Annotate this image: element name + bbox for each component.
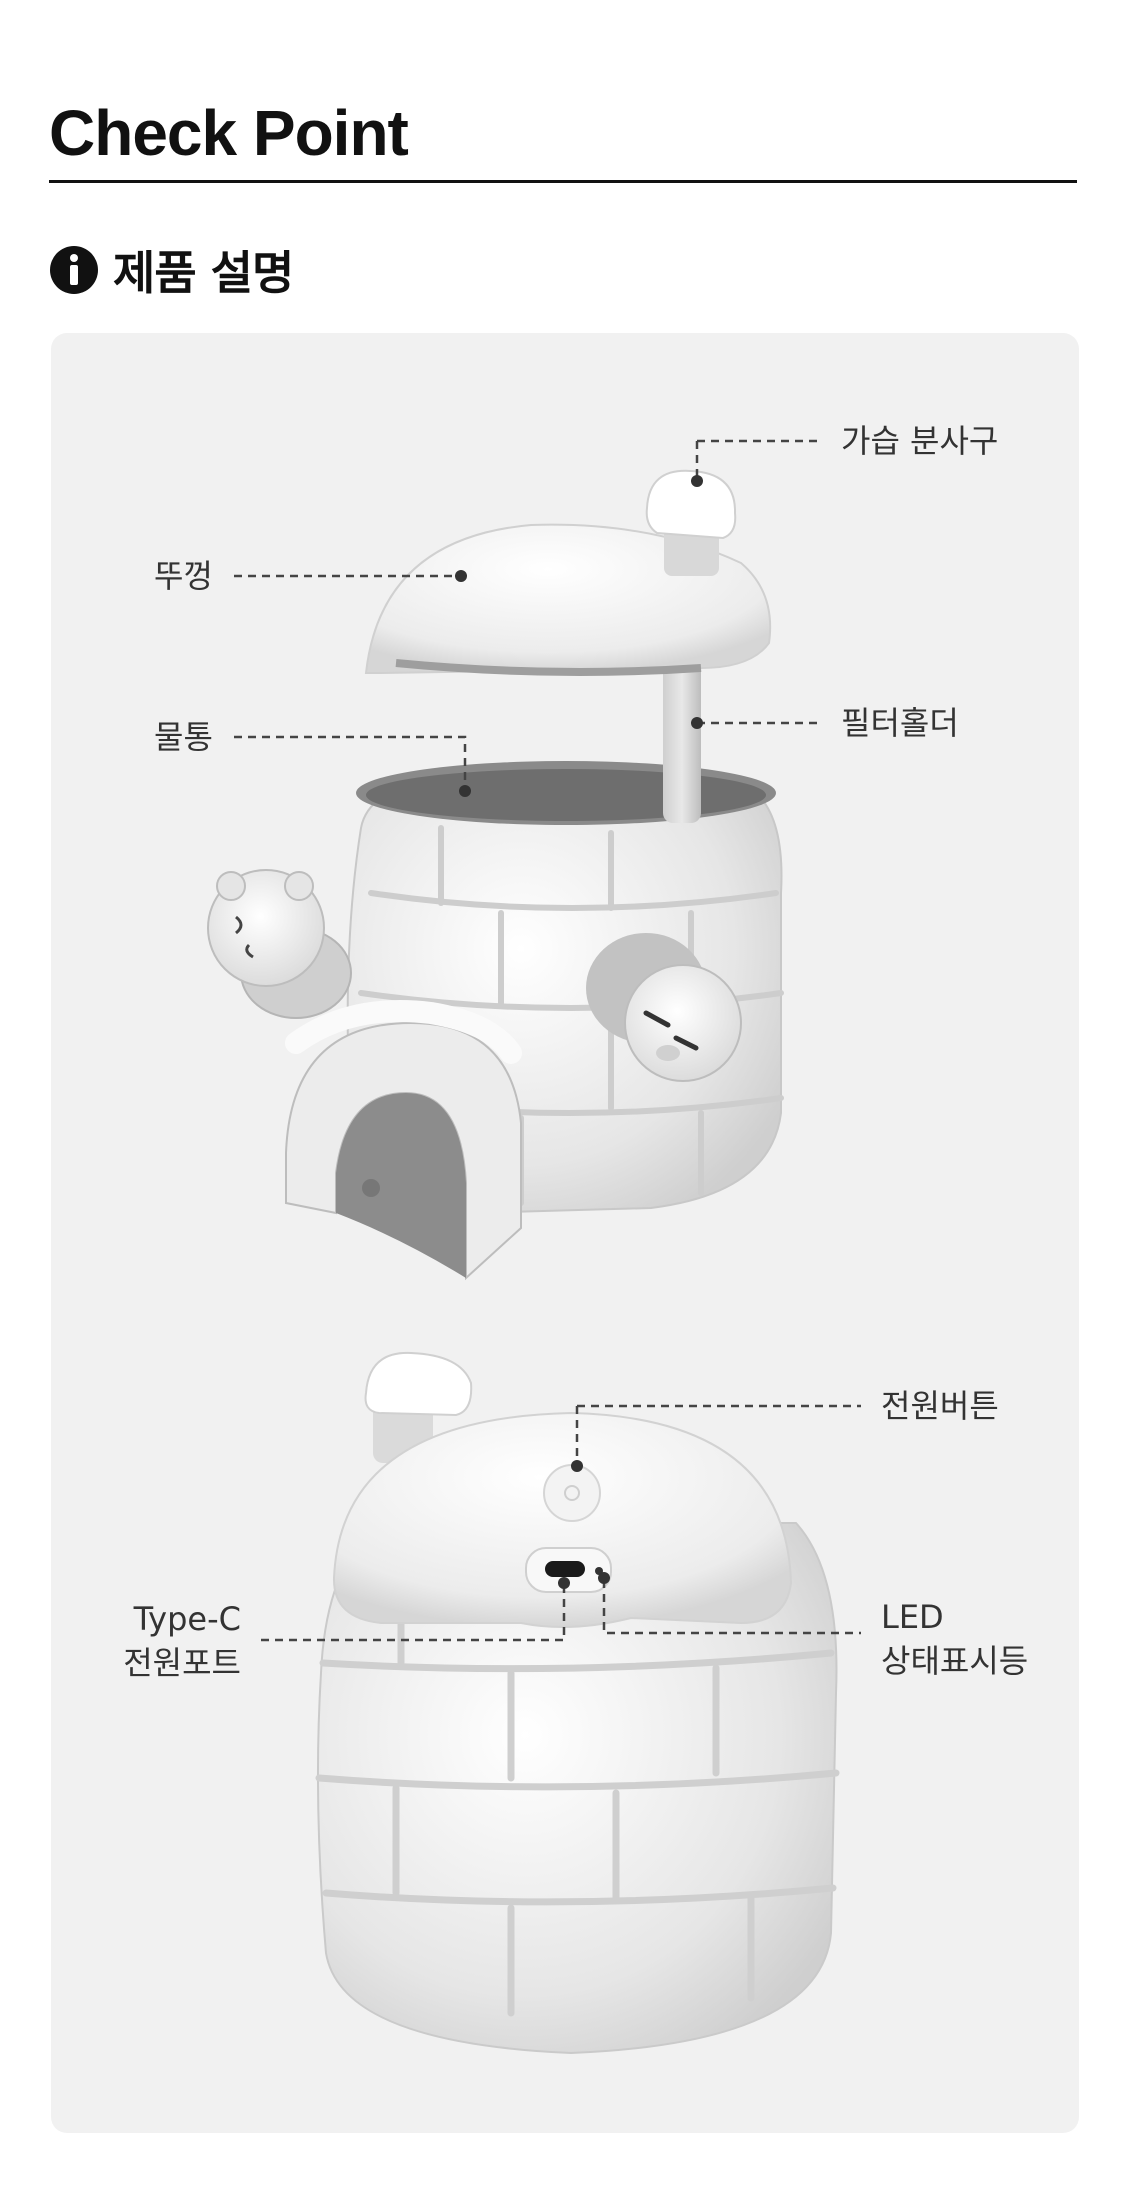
igloo-body-top-view [207, 761, 784, 1281]
label-power-button: 전원버튼 [881, 1387, 999, 1425]
label-led-line2: 상태표시등 [881, 1642, 1029, 1680]
section-title: 제품 설명 [113, 246, 294, 300]
typec-port-shape [545, 1561, 585, 1577]
info-icon [50, 246, 98, 294]
label-typec-port: Type-C 전원포트 [91, 1597, 241, 1685]
label-water-tank: 물통 [154, 718, 213, 756]
label-typec-line1: Type-C [133, 1600, 241, 1638]
label-typec-line2: 전원포트 [123, 1644, 241, 1682]
section-heading: 제품 설명 [49, 240, 294, 300]
callout-lines [234, 439, 861, 1642]
callout-dots [455, 475, 703, 1589]
page-title: Check Point [49, 97, 409, 169]
lid-shape [364, 469, 772, 676]
product-illustration-panel: 가습 분사구 뚜껑 물통 필터홀더 전원버튼 Type-C 전원포트 LED 상… [51, 333, 1079, 2133]
label-led-line1: LED [881, 1598, 944, 1636]
label-mist-outlet: 가습 분사구 [841, 422, 999, 460]
title-divider [49, 180, 1077, 183]
power-button-shape [543, 1464, 601, 1522]
igloo-body-bottom-view [315, 1351, 840, 2055]
label-lid: 뚜껑 [154, 557, 213, 595]
product-illustration [207, 439, 861, 2055]
label-filter-holder: 필터홀더 [841, 704, 959, 742]
label-led-indicator: LED 상태표시등 [881, 1595, 1028, 1683]
